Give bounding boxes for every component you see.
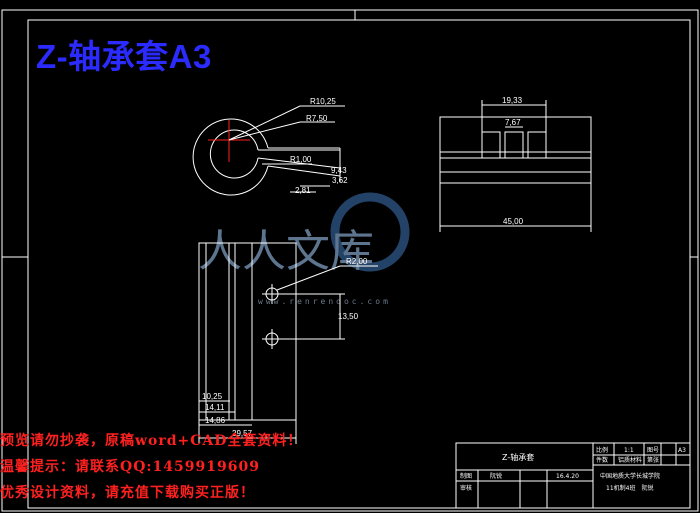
dim-1933: 19,33 bbox=[502, 96, 523, 105]
tb-drawing-no-label: 图号 bbox=[647, 447, 659, 454]
title-block bbox=[455, 442, 691, 509]
dim-1411: 14,11 bbox=[205, 403, 225, 412]
leader-r1025 bbox=[228, 105, 345, 141]
clamp-outer-arc bbox=[192, 118, 269, 196]
dim-281: 2,81 bbox=[295, 186, 311, 195]
leader-r750 bbox=[228, 121, 335, 141]
dim-r200: R2,00 bbox=[346, 257, 368, 266]
tb-qty-label: 件数 bbox=[596, 456, 608, 464]
dim-4500: 45,00 bbox=[503, 217, 524, 226]
tb-scale-value: 1:1 bbox=[624, 447, 634, 454]
title-block-frame bbox=[455, 442, 691, 509]
dim-r100: R1,00 bbox=[290, 155, 312, 164]
top-view-slot-left bbox=[481, 131, 501, 159]
view-clamp-profile bbox=[192, 105, 345, 196]
outer-frame bbox=[1, 9, 699, 512]
dim-767: 7,67 bbox=[505, 118, 521, 127]
tb-class-info: 11机制4班 阮锐 bbox=[606, 484, 653, 492]
dim-r750: R7,50 bbox=[306, 114, 328, 123]
inner-frame bbox=[27, 19, 691, 509]
tb-drawn-label: 制图 bbox=[460, 472, 472, 480]
dim-1350: 13,50 bbox=[338, 312, 359, 321]
dim-362: 3,62 bbox=[332, 176, 348, 185]
tb-school: 中国地质大学长城学院 bbox=[600, 472, 660, 480]
view-front bbox=[198, 242, 378, 444]
leader-r200 bbox=[276, 265, 378, 291]
tb-scale-label: 比例 bbox=[596, 446, 608, 454]
clamp-tab-bottom-outer bbox=[267, 165, 341, 177]
tb-sheet-label: 第张 bbox=[647, 456, 659, 464]
watermark-line-3: 优秀设计资料，请充值下载购买正版！ bbox=[0, 485, 255, 501]
tb-reviewed-label: 审核 bbox=[460, 484, 472, 492]
top-view-slot-mid bbox=[504, 131, 524, 159]
tb-part-name: Z-轴承套 bbox=[502, 452, 534, 462]
watermark-brand-text: 人人文库 bbox=[198, 226, 374, 277]
view-top bbox=[439, 100, 592, 232]
dim-943: 9,43 bbox=[331, 166, 347, 175]
tb-date: 16.4.20 bbox=[556, 473, 579, 480]
dim-r1025: R10,25 bbox=[310, 97, 336, 106]
watermark-logo: 人人文库 www.renrendoc.com bbox=[198, 192, 410, 306]
dim-1486: 14,86 bbox=[205, 416, 226, 425]
watermark-site-text: www.renrendoc.com bbox=[258, 297, 391, 306]
front-view-outline bbox=[198, 242, 297, 421]
tb-drawing-no-value: A3 bbox=[678, 447, 686, 454]
tb-material: 铝质材料 bbox=[618, 456, 642, 464]
clamp-inner-arc bbox=[209, 129, 259, 179]
top-view-outline bbox=[439, 116, 592, 184]
top-view-slot-right bbox=[527, 131, 547, 159]
watermark-line-2: 温馨提示：请联系QQ:1459919609 bbox=[0, 459, 260, 475]
tb-drawn-name: 阮锐 bbox=[490, 472, 502, 480]
drawing-title: Z-轴承套A3 bbox=[36, 38, 212, 75]
dim-1025: 10,25 bbox=[202, 392, 223, 401]
clamp-tab-bottom bbox=[257, 157, 341, 169]
watermark-logo-ring bbox=[330, 192, 410, 272]
dim-2957: 29,57 bbox=[232, 429, 253, 438]
watermark-line-1: 预览请勿抄袭，原稿word+CAD全套资料！ bbox=[0, 433, 303, 449]
